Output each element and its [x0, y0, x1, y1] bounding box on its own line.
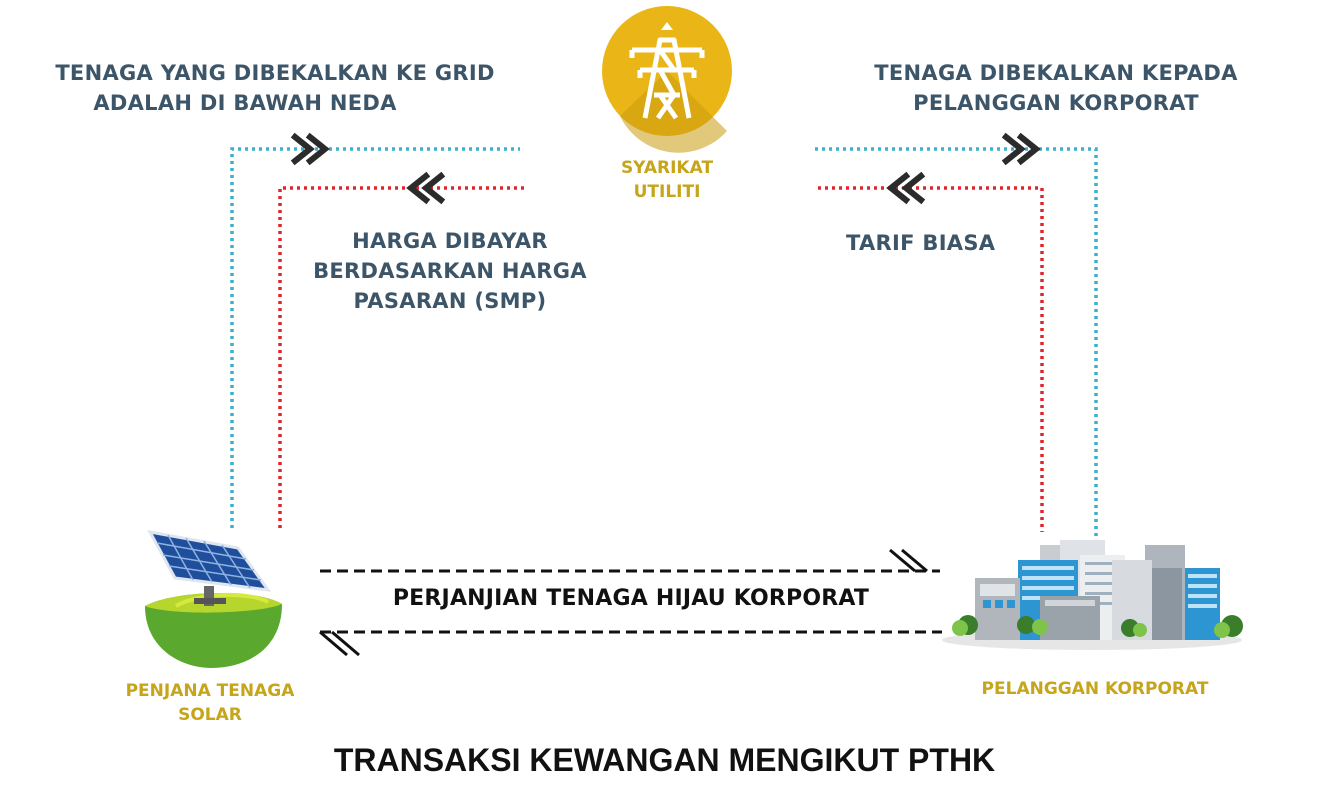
double-chevron-right-icon [1001, 132, 1041, 166]
grid-supply-line [230, 147, 520, 528]
buildings-icon [942, 540, 1243, 650]
solar-label-line2: SOLAR [178, 705, 242, 725]
solar-label-line1: PENJANA TENAGA [125, 681, 295, 701]
double-chevron-left-icon [886, 171, 926, 205]
smp-price-label-line1: HARGA DIBAYAR [352, 229, 548, 253]
corporate-label: PELANGGAN KORPORAT [981, 679, 1209, 699]
tariff-payment-line [818, 186, 1044, 532]
utility-icon [602, 6, 732, 153]
transmission-tower-icon [629, 22, 705, 120]
solar-panel-icon [145, 529, 282, 668]
double-chevron-left-icon [406, 171, 446, 205]
grid-supply-label: TENAGA YANG DIBEKALKAN KE GRID ADALAH DI… [35, 58, 515, 118]
smp-price-label: HARGA DIBAYAR BERDASARKAN HARGA PASARAN … [300, 226, 600, 316]
corporate-supply-label: TENAGA DIBEKALKAN KEPADA PELANGGAN KORPO… [846, 58, 1266, 118]
smp-price-label-line3: PASARAN (SMP) [353, 289, 547, 313]
tariff-label: TARIF BIASA [846, 231, 996, 255]
page-title: TRANSAKSI KEWANGAN MENGIKUT PTHK [333, 742, 996, 778]
smp-payment-line [278, 186, 525, 528]
corporate-supply-line [815, 147, 1098, 538]
agreement-arrowhead-right [889, 548, 928, 573]
solar-label: PENJANA TENAGA SOLAR [90, 679, 330, 727]
grid-supply-label-line1: TENAGA YANG DIBEKALKAN KE GRID [55, 61, 495, 85]
corporate-supply-label-line2: PELANGGAN KORPORAT [913, 91, 1199, 115]
agreement-arrowhead-left [319, 630, 360, 657]
smp-price-label-line2: BERDASARKAN HARGA [313, 259, 587, 283]
agreement-label: PERJANJIAN TENAGA HIJAU KORPORAT [392, 586, 870, 611]
grid-supply-label-line2: ADALAH DI BAWAH NEDA [93, 91, 397, 115]
corporate-supply-label-line1: TENAGA DIBEKALKAN KEPADA [874, 61, 1238, 85]
utility-label: SYARIKAT UTILITI [620, 158, 714, 202]
double-chevron-right-icon [290, 132, 330, 166]
